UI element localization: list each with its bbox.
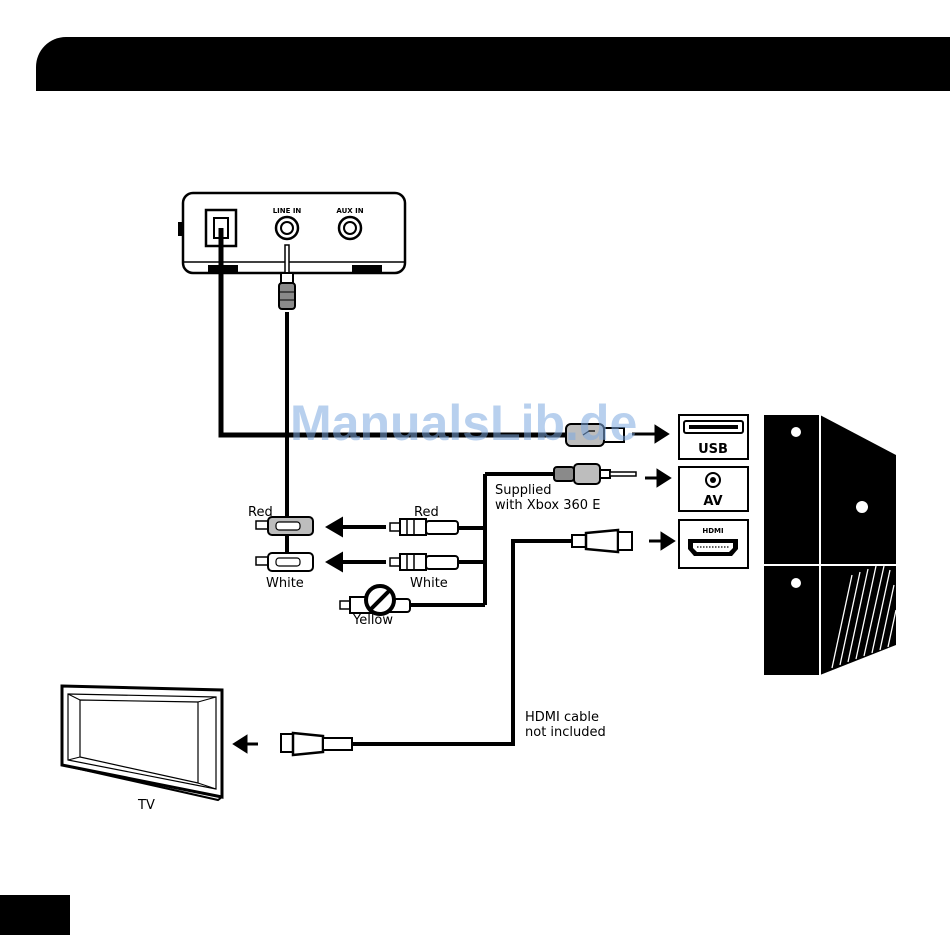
line-in-label: LINE IN <box>273 207 302 215</box>
tv-illustration <box>62 686 222 800</box>
hdmi-tv-arrow <box>235 737 258 751</box>
watermark: ManualsLib.de <box>290 395 637 451</box>
supplied-note-line2: with Xbox 360 E <box>495 498 600 513</box>
usb-port-box: USB <box>679 415 748 459</box>
rca-left-white-plug <box>256 553 313 571</box>
hdmi-console-arrow <box>649 534 673 548</box>
tv-label: TV <box>137 798 155 813</box>
hdmi-note-line1: HDMI cable <box>525 710 599 725</box>
rca-left-red-label: Red <box>248 505 273 520</box>
audio-box: LINE IN AUX IN <box>178 193 405 273</box>
no-connection-icon <box>366 586 394 614</box>
rca-white-arrow <box>329 555 386 569</box>
xbox-console <box>764 415 896 675</box>
rca-right-white-label: White <box>410 576 448 591</box>
usb-port-label: USB <box>698 442 728 457</box>
hdmi-plug-console <box>572 530 632 552</box>
rca-left-white-label: White <box>266 576 304 591</box>
supplied-note-line1: Supplied <box>495 483 551 498</box>
hdmi-plug-tv <box>281 733 352 755</box>
rca-red-arrow <box>329 520 386 534</box>
av-port-box: AV <box>679 467 748 511</box>
hdmi-port-box: HDMI <box>679 520 748 568</box>
av-jack-plug <box>554 464 636 484</box>
av-port-label: AV <box>703 494 722 509</box>
rca-yellow-label: Yellow <box>352 613 393 628</box>
aux-in-port <box>339 217 361 239</box>
rca-right-red-label: Red <box>414 505 439 520</box>
hdmi-note-line2: not included <box>525 725 606 740</box>
aux-in-label: AUX IN <box>336 207 363 215</box>
line-in-port <box>276 217 298 239</box>
page-number-tab <box>0 895 70 935</box>
rca-right-white-plug <box>390 554 458 570</box>
hdmi-port-label: HDMI <box>702 527 723 535</box>
av-arrow <box>645 471 669 485</box>
rca-right-red-plug <box>390 519 458 535</box>
